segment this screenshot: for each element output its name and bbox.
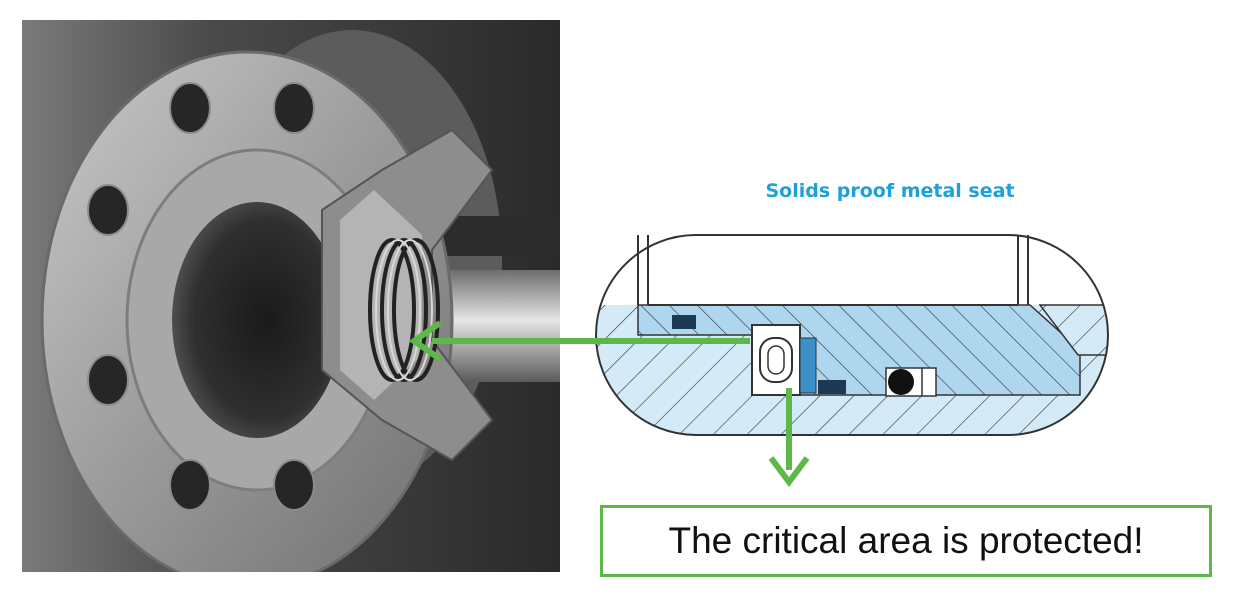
seat-grooves [368, 238, 440, 382]
o-ring [888, 369, 914, 395]
seal-element [818, 380, 846, 394]
flange-bore [172, 202, 342, 438]
callout-text: The critical area is protected! [668, 520, 1144, 561]
bolt-holes [87, 82, 315, 511]
protected-callout: The critical area is protected! [600, 505, 1212, 577]
seal-element [672, 315, 696, 329]
valve-cutaway-photo [22, 20, 560, 572]
diagram-title: Solids proof metal seat [765, 180, 1015, 202]
seat-cross-section [595, 234, 1109, 436]
